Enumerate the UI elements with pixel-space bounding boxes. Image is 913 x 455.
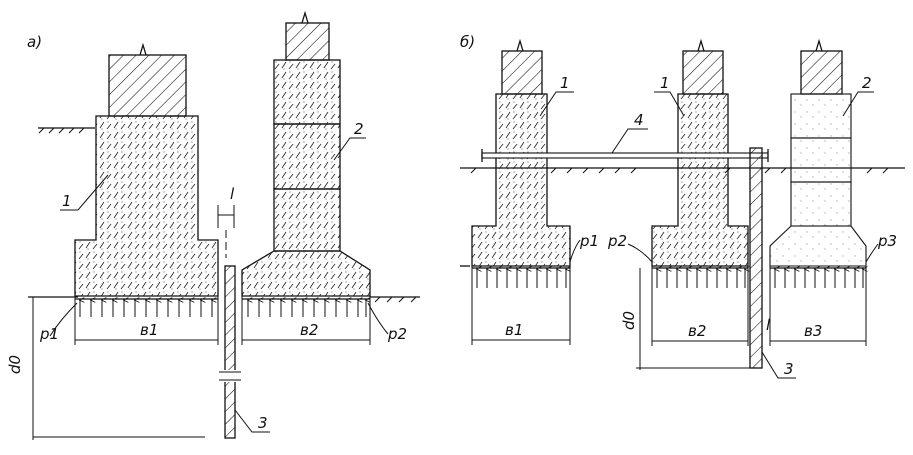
footing-a2 <box>241 250 371 297</box>
dim-b1-b <box>471 266 571 345</box>
wall-a2 <box>285 22 330 61</box>
dim-b3-b <box>769 266 867 346</box>
footing-b3 <box>769 225 867 267</box>
leader-a-p1 <box>49 302 78 337</box>
panel-a-letter: а) <box>27 33 42 51</box>
pressure-arrows-b1 <box>477 269 566 288</box>
sheet-pile-a <box>224 265 236 439</box>
block-b3-1 <box>790 93 852 139</box>
leader-b-p3 <box>865 243 879 263</box>
break-mark-b3 <box>815 38 823 52</box>
label-a-b1: в1 <box>140 321 158 339</box>
block-b3-2 <box>790 137 852 183</box>
tie-rod-ends <box>481 149 769 162</box>
panel-b-letter: б) <box>460 33 475 51</box>
label-b-1a: 1 <box>560 74 570 92</box>
wall-a1 <box>108 54 187 117</box>
wall-b1 <box>501 50 543 95</box>
pressure-arrows-b2 <box>657 269 745 288</box>
ground-hatch-b <box>470 167 889 174</box>
label-b-b1: в1 <box>505 321 523 339</box>
label-a-2: 2 <box>354 120 364 138</box>
block-a2-2 <box>273 123 341 190</box>
label-b-p1: p1 <box>579 232 599 250</box>
pressure-arrows-a2 <box>248 300 366 317</box>
label-a-p2: p2 <box>387 325 407 343</box>
tie-rod <box>481 152 769 159</box>
break-mark-b2 <box>697 38 705 52</box>
label-b-p3: p3 <box>877 232 897 250</box>
label-b-4: 4 <box>634 111 644 129</box>
leader-b-2 <box>842 91 874 117</box>
leader-b-3 <box>761 351 796 379</box>
break-mark-b1 <box>516 38 524 52</box>
label-a-l: l <box>230 185 235 203</box>
dim-b1-a <box>74 296 219 345</box>
foundation-b1 <box>471 93 571 267</box>
label-a-1: 1 <box>62 192 72 210</box>
dim-b2-b <box>651 266 749 346</box>
label-b-3: 3 <box>784 360 794 378</box>
label-a-b2: в2 <box>300 321 318 339</box>
gap-dim-a <box>217 205 235 228</box>
leader-b-4 <box>611 128 648 154</box>
panel-b: б) <box>460 33 905 379</box>
leader-a-1 <box>60 174 109 211</box>
wall-b2 <box>682 50 724 95</box>
dim-d0-b <box>636 268 752 370</box>
label-b-l: l <box>766 316 771 334</box>
label-b-2: 2 <box>862 74 872 92</box>
sheet-pile-b <box>749 147 763 369</box>
block-a2-3 <box>273 188 341 252</box>
break-mark-a1 <box>139 42 147 56</box>
pressure-arrows-a1 <box>80 300 212 317</box>
label-b-b3: в3 <box>804 322 822 340</box>
leader-a-p2 <box>367 302 389 335</box>
dim-d0-a <box>32 297 205 440</box>
panel-a: а) l <box>6 10 420 440</box>
label-a-d0: d0 <box>6 355 24 374</box>
label-b-1b: 1 <box>660 74 670 92</box>
break-mark-a2 <box>301 10 309 24</box>
block-b3-3 <box>790 181 852 227</box>
leader-b-1b <box>654 91 685 117</box>
leader-a-3 <box>234 409 270 433</box>
leader-b-1a <box>539 91 574 117</box>
pressure-arrows-b3 <box>775 269 863 288</box>
foundation-a1 <box>74 115 219 297</box>
dim-b2-a <box>241 296 371 345</box>
label-a-3: 3 <box>258 414 268 432</box>
ground-hatch-a-right <box>374 296 417 303</box>
leader-b-p2 <box>627 243 653 263</box>
label-b-b2: в2 <box>688 322 706 340</box>
foundation-b2 <box>651 93 749 267</box>
leader-b-p1 <box>569 239 581 263</box>
pile-break-a <box>219 371 241 381</box>
label-b-p2: p2 <box>607 232 627 250</box>
leader-a-2 <box>333 137 366 161</box>
label-a-p1: p1 <box>39 325 59 343</box>
block-a2-1 <box>273 59 341 125</box>
ground-hatch-a-left <box>38 127 85 134</box>
label-b-d0: d0 <box>620 311 638 330</box>
wall-b3 <box>800 50 843 95</box>
